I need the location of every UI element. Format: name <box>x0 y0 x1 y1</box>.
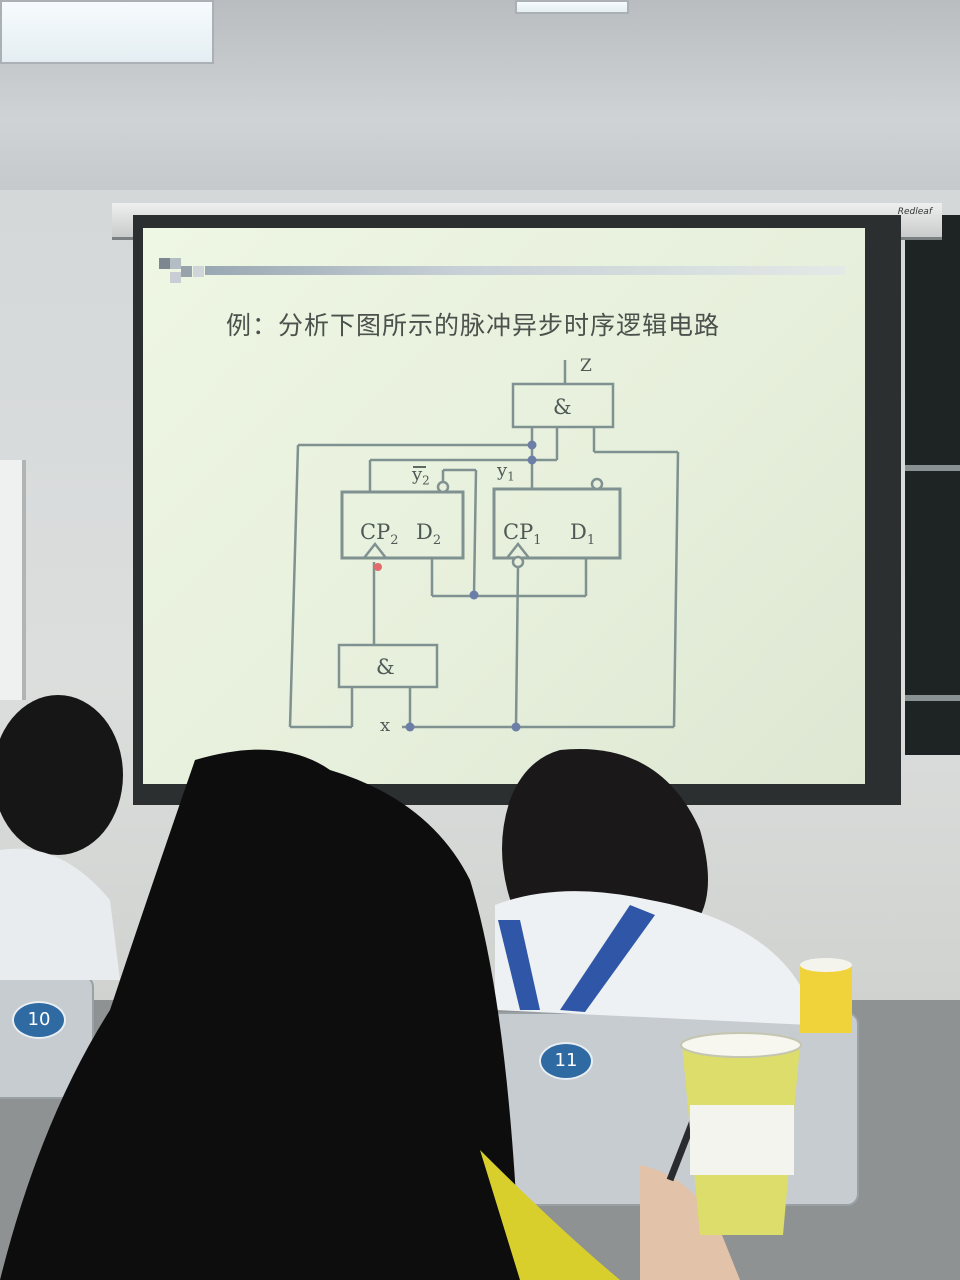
slide-decor-square <box>170 272 181 283</box>
slide-decor-square <box>159 258 170 269</box>
flip-flop-1 <box>492 487 622 560</box>
ff1-clock-label: CP1 <box>503 520 542 549</box>
slide-decor-square <box>193 266 204 277</box>
output-z-label: Z <box>580 356 592 376</box>
projector-brand: Redleaf <box>897 207 932 217</box>
slide <box>143 228 865 784</box>
desk-number-badge: 10 <box>12 1001 66 1039</box>
laser-pointer-dot <box>374 563 382 571</box>
slide-decor-square <box>181 266 192 277</box>
ff1-data-label: D1 <box>570 520 596 549</box>
input-x-label: x <box>380 715 391 736</box>
top-and-gate <box>511 382 615 429</box>
bottom-gate-label: & <box>376 655 395 679</box>
flip-flop-2 <box>340 490 465 560</box>
left-door <box>0 460 26 700</box>
ceiling-light-left <box>0 0 214 64</box>
top-gate-label: & <box>553 395 572 419</box>
ceiling-light-right <box>515 0 629 14</box>
slide-decor-square <box>170 258 181 269</box>
ff2-output-label: y2 <box>412 464 430 488</box>
ff1-output-label: y1 <box>497 460 515 484</box>
slide-title: 例：分析下图所示的脉冲异步时序逻辑电路 <box>226 311 721 340</box>
ff2-data-label: D2 <box>416 520 442 549</box>
bottom-and-gate <box>337 643 439 689</box>
ff2-clock-label: CP2 <box>360 520 399 549</box>
blackboard-window <box>905 215 960 755</box>
desk-number-badge: 11 <box>539 1042 593 1080</box>
slide-title-bar <box>205 266 845 275</box>
